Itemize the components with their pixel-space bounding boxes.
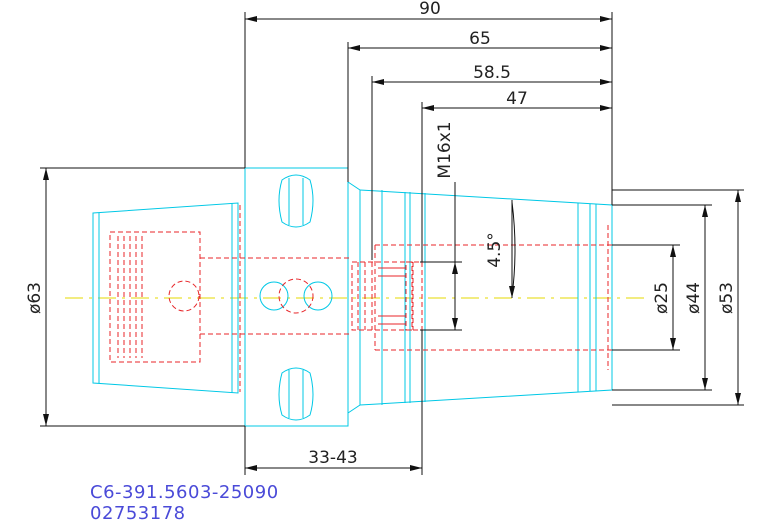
dia-44-label: ø44 bbox=[684, 282, 704, 314]
dia-63-label: ø63 bbox=[25, 282, 45, 314]
dia-25-label: ø25 bbox=[652, 282, 672, 314]
part-code: C6-391.5603-25090 bbox=[90, 482, 279, 503]
dimension-lines bbox=[40, 12, 744, 475]
dim-65-label: 65 bbox=[469, 29, 491, 49]
thread-label: M16x1 bbox=[435, 121, 455, 178]
hidden-lines bbox=[109, 205, 612, 392]
dim-90-label: 90 bbox=[419, 0, 441, 19]
dia-53-label: ø53 bbox=[717, 282, 737, 314]
dim-47-label: 47 bbox=[506, 89, 528, 109]
part-number: 02753178 bbox=[90, 503, 186, 524]
dim-33-43-label: 33-43 bbox=[308, 448, 357, 468]
taper-angle-label: 4.5° bbox=[485, 232, 505, 268]
tool-outline bbox=[92, 167, 613, 427]
dim-58-5-label: 58.5 bbox=[473, 63, 511, 83]
